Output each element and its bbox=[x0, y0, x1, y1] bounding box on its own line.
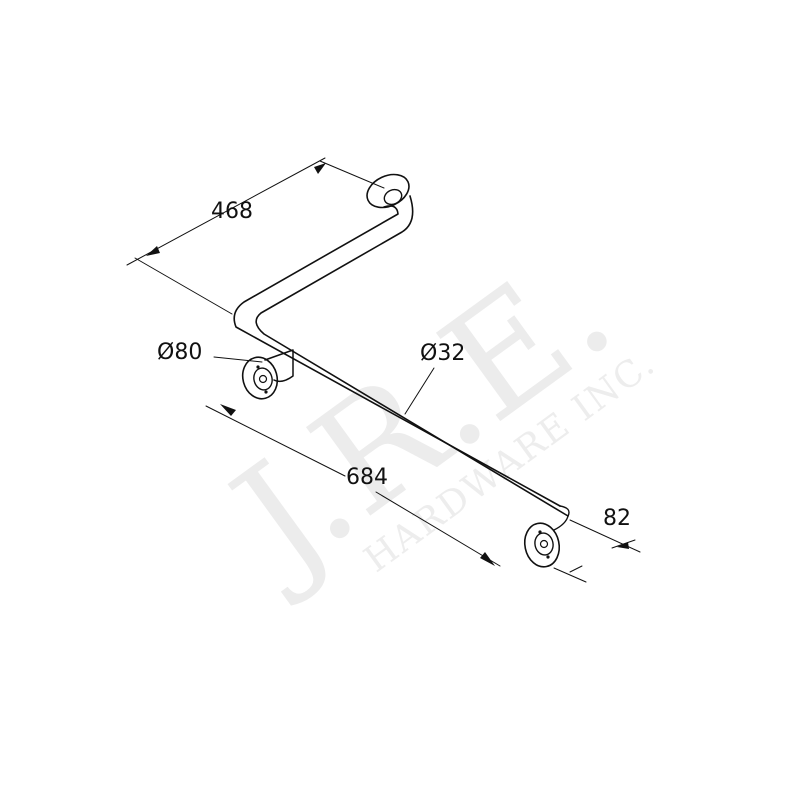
left-flange-bolt-top bbox=[256, 365, 260, 369]
dim-80-label: Ø80 bbox=[157, 340, 202, 365]
left-flange-screw-hole bbox=[258, 374, 268, 384]
upper-wall-flange bbox=[366, 173, 410, 209]
support-post bbox=[264, 349, 294, 383]
watermark: J.R.E. HARDWARE INC. bbox=[194, 222, 663, 614]
dim-468-extension-left bbox=[134, 257, 233, 315]
left-flange-hub bbox=[253, 367, 273, 391]
dim-82-extension-bottom bbox=[553, 567, 587, 583]
dimension-wall-offset: 82 bbox=[553, 506, 641, 583]
upper-flange-plate bbox=[366, 173, 410, 209]
right-wall-flange bbox=[523, 515, 569, 568]
right-flange-hub bbox=[534, 532, 554, 556]
dim-32-label: Ø32 bbox=[420, 341, 465, 366]
dim-82-dimension-line bbox=[611, 539, 636, 549]
dim-468-line bbox=[126, 157, 326, 266]
dim-468-arrow-right bbox=[314, 163, 326, 174]
tube-end-cap bbox=[559, 505, 570, 517]
dimension-lower-length: 684 bbox=[205, 404, 501, 567]
dim-684-arrow-left bbox=[220, 404, 236, 416]
right-flange-plate bbox=[523, 522, 561, 568]
dim-82-label: 82 bbox=[603, 506, 631, 531]
dimension-flange-diameter: Ø80 bbox=[157, 340, 263, 365]
right-flange-bolt-bottom bbox=[546, 555, 550, 559]
dimension-upper-length: 468 bbox=[126, 157, 385, 315]
left-wall-flange bbox=[241, 356, 279, 400]
dim-684-line-left bbox=[205, 405, 346, 477]
dim-684-line-right bbox=[375, 491, 501, 567]
dimension-tube-diameter: Ø32 bbox=[404, 341, 465, 415]
dim-80-leader bbox=[213, 356, 263, 363]
support-post-outline bbox=[264, 349, 294, 383]
left-flange-bolt-bottom bbox=[264, 390, 268, 394]
right-flange-bolt-top bbox=[538, 530, 542, 534]
right-flange-tube-joint bbox=[553, 515, 569, 531]
tube-outline-inner bbox=[255, 195, 569, 517]
dim-32-leader bbox=[404, 367, 435, 415]
dim-82-arrow bbox=[617, 542, 629, 549]
dim-468-extension bbox=[319, 160, 385, 189]
dim-468-arrow-left bbox=[146, 246, 160, 256]
dim-82-tick bbox=[569, 565, 583, 573]
dim-468-label: 468 bbox=[211, 199, 253, 224]
right-flange-screw-hole bbox=[539, 539, 549, 549]
left-flange-plate bbox=[241, 356, 279, 400]
upper-flange-hub bbox=[383, 188, 403, 206]
dim-684-arrow-right bbox=[480, 552, 495, 566]
dim-684-label: 684 bbox=[346, 465, 388, 490]
